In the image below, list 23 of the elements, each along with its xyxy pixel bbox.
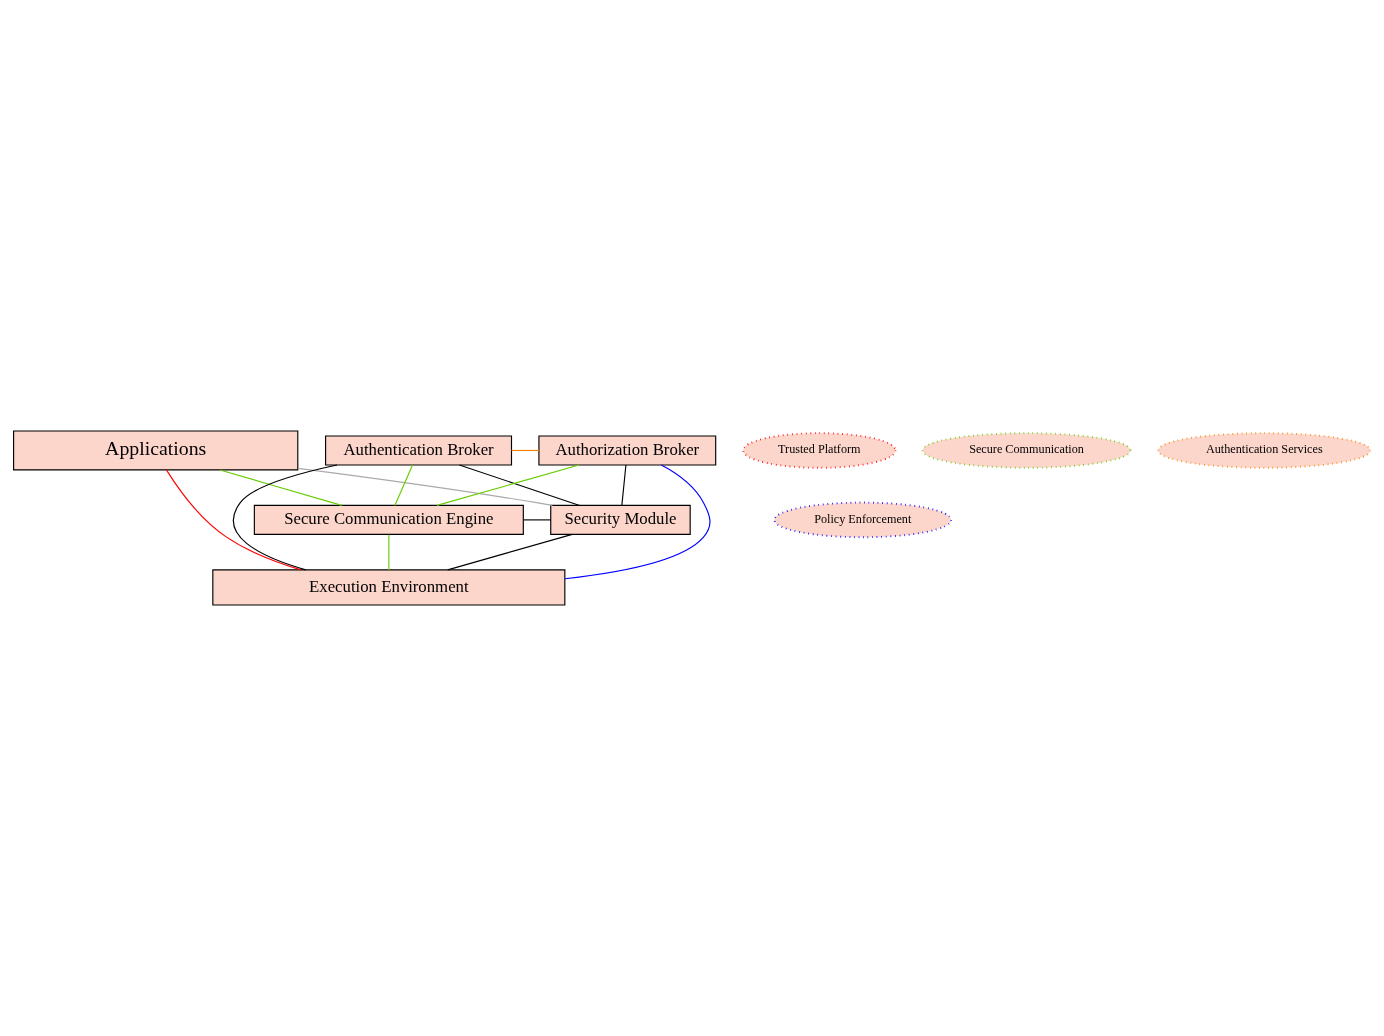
node-box: Applications bbox=[13, 430, 299, 471]
connector bbox=[522, 519, 552, 521]
connector bbox=[388, 534, 390, 571]
node-box: Execution Environment bbox=[212, 569, 566, 606]
node-ellipse: Policy Enforcement bbox=[773, 501, 953, 539]
node-box: Secure Communication Engine bbox=[253, 504, 524, 535]
connector bbox=[219, 469, 343, 506]
connector bbox=[621, 464, 627, 506]
node-box: Security Module bbox=[550, 504, 691, 535]
connector bbox=[232, 464, 338, 571]
connector bbox=[394, 464, 414, 506]
connector bbox=[297, 467, 553, 506]
connector bbox=[564, 464, 711, 580]
connector bbox=[447, 533, 573, 571]
node-box: Authorization Broker bbox=[538, 435, 717, 466]
connector bbox=[166, 469, 302, 571]
node-ellipse: Trusted Platform bbox=[742, 432, 897, 469]
connector bbox=[458, 464, 581, 506]
connector bbox=[510, 449, 540, 452]
connector bbox=[436, 464, 580, 506]
node-box: Authentication Broker bbox=[325, 435, 513, 466]
node-ellipse: Authentication Services bbox=[1157, 432, 1372, 469]
node-ellipse: Secure Communication bbox=[921, 432, 1132, 469]
